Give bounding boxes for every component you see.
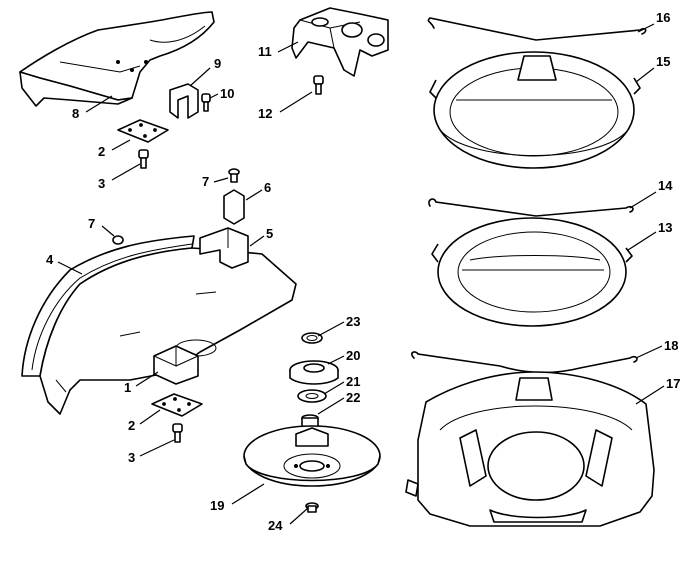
part-13-ring-mid [431, 217, 633, 327]
label-1: 1 [124, 380, 131, 395]
label-2: 2 [98, 144, 105, 159]
label-15: 15 [656, 54, 670, 69]
label-17: 17 [666, 376, 680, 391]
part-23-circlip [301, 332, 323, 344]
part-21-washer [297, 389, 327, 403]
part-8-upper-guard [19, 11, 215, 107]
part-5-bracket [199, 227, 249, 269]
label-3: 3 [98, 176, 105, 191]
label-22: 22 [346, 390, 360, 405]
label-14: 14 [658, 178, 673, 193]
part-2-plate-bottom [151, 393, 203, 417]
label-12: 12 [258, 106, 272, 121]
label-18: 18 [664, 338, 678, 353]
label-11: 11 [258, 44, 272, 59]
label-6: 6 [264, 180, 271, 195]
part-14-spring-wire-mid [428, 198, 634, 217]
part-10-screw [201, 93, 211, 112]
part-3-screw-bottom [172, 423, 183, 443]
part-9-bracket [169, 83, 199, 119]
part-7-screw-lower [112, 235, 124, 245]
leader-lines [57, 23, 665, 525]
part-18-spring-wire-low [411, 351, 638, 374]
label-2b: 2 [128, 418, 135, 433]
label-19: 19 [210, 498, 224, 513]
part-12-screw [313, 75, 324, 95]
label-20: 20 [346, 348, 360, 363]
part-17-base-housing [405, 371, 655, 527]
label-5: 5 [266, 226, 273, 241]
part-20-thrust-plate [289, 360, 339, 385]
label-13: 13 [658, 220, 672, 235]
part-2-plate-top [117, 119, 169, 143]
part-19-blade-disc [243, 425, 381, 487]
part-11-mount [291, 7, 389, 77]
part-16-spring-wire-top [427, 17, 647, 41]
part-15-ring-top [429, 51, 641, 169]
part-4-main-guard [21, 235, 297, 415]
label-16: 16 [656, 10, 670, 25]
label-7b: 7 [88, 216, 95, 231]
label-21: 21 [346, 374, 360, 389]
label-4: 4 [46, 252, 54, 267]
label-3b: 3 [128, 450, 135, 465]
part-3-screw-top [138, 149, 149, 169]
label-10: 10 [220, 86, 234, 101]
label-9: 9 [214, 56, 221, 71]
callout-labels: 8 9 10 2 3 11 12 7 6 5 7 4 1 2 3 23 20 2… [46, 10, 680, 533]
part-6-spacer [223, 189, 245, 225]
label-23: 23 [346, 314, 360, 329]
label-7: 7 [202, 174, 209, 189]
label-8: 8 [72, 106, 79, 121]
part-24-nut [305, 502, 319, 513]
label-24: 24 [268, 518, 283, 533]
part-7-screw-upper [228, 168, 240, 183]
